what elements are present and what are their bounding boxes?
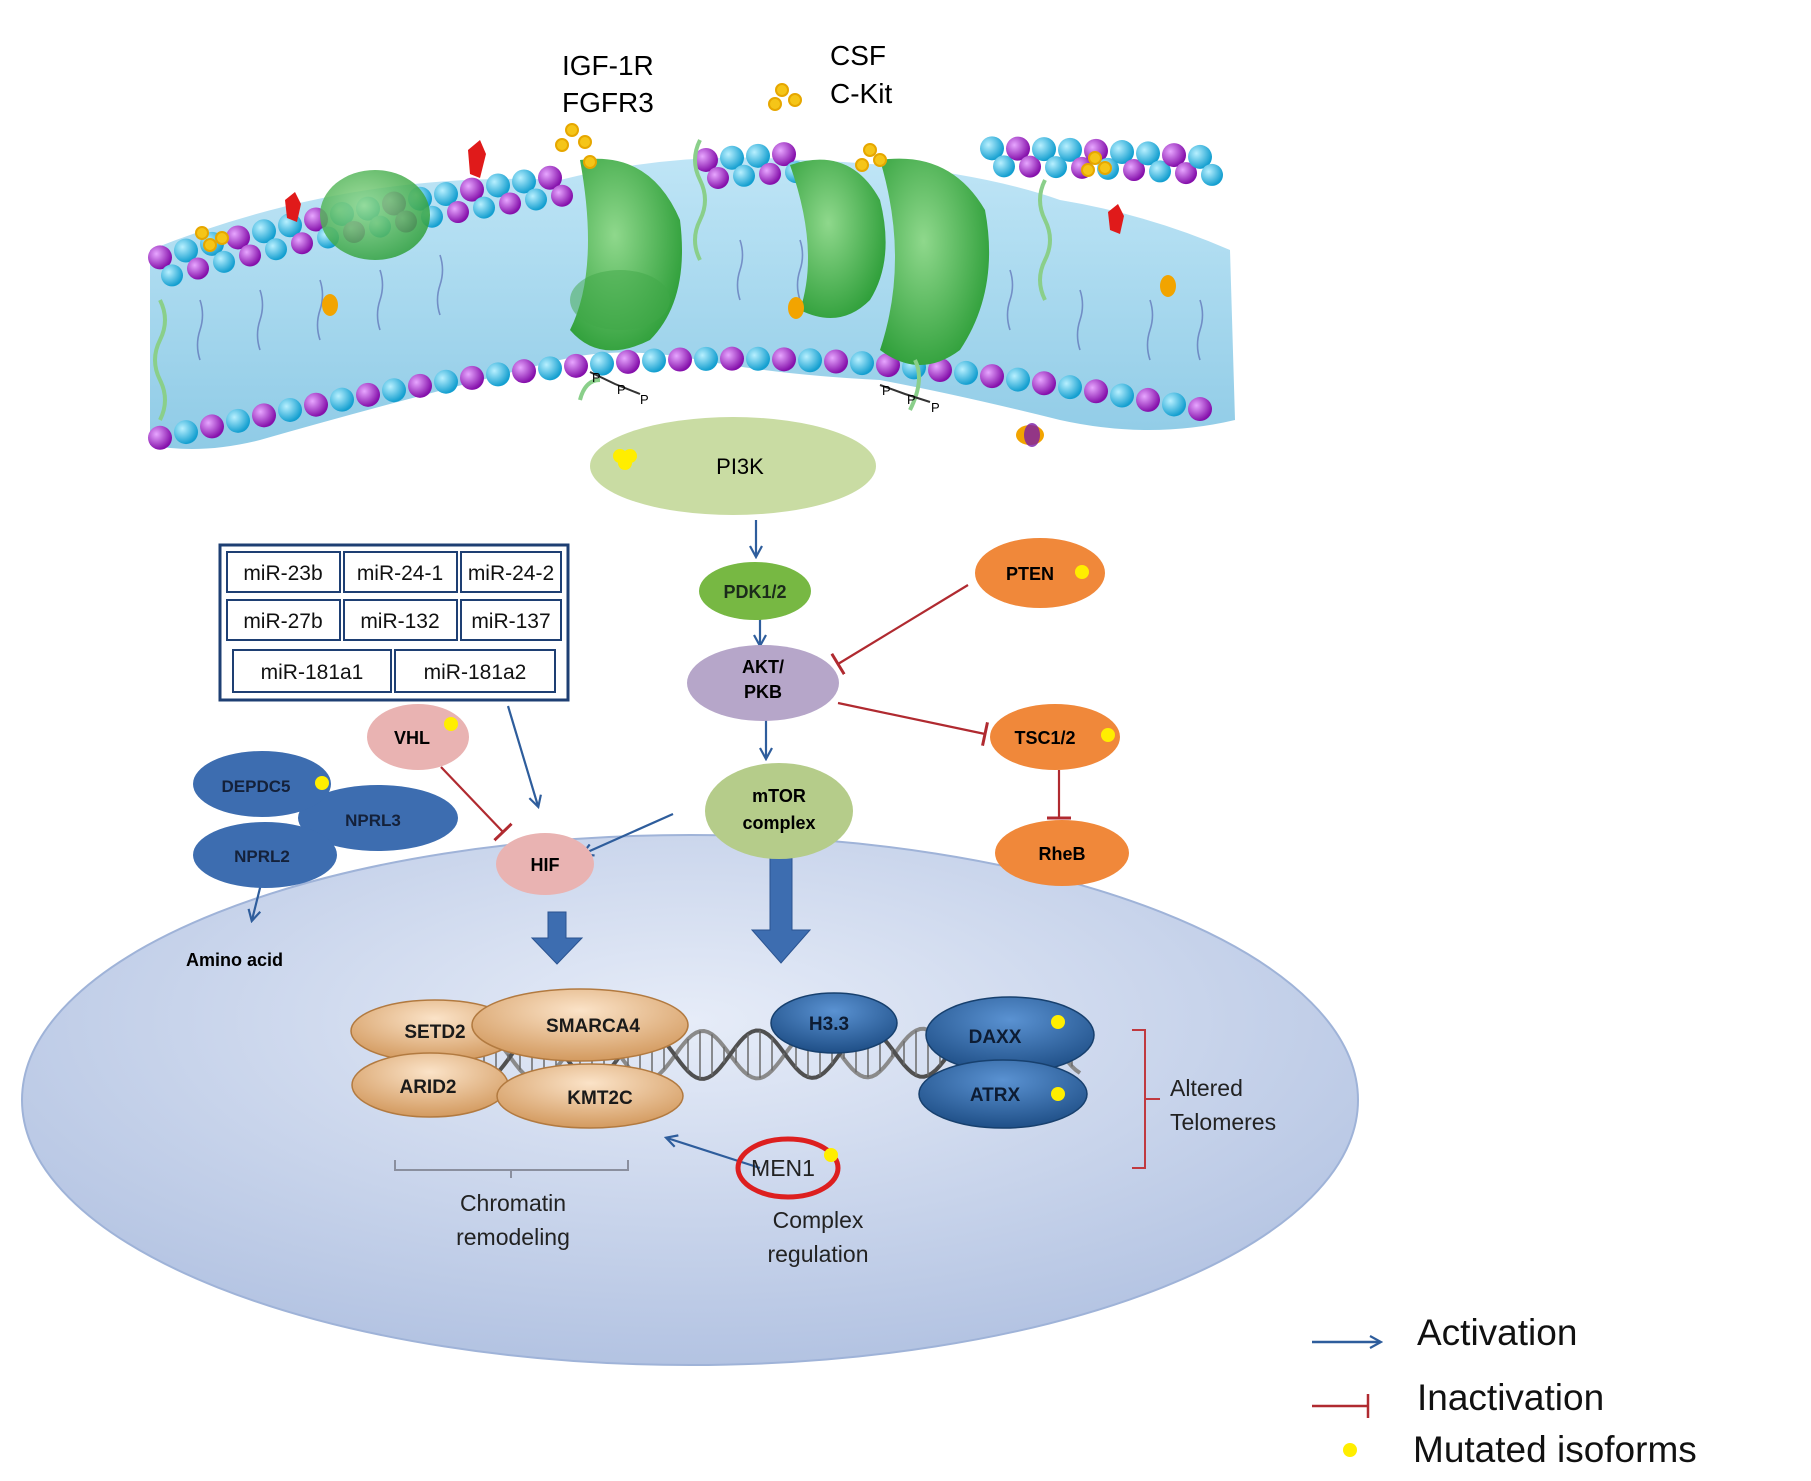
svg-text:SMARCA4: SMARCA4 (546, 1016, 640, 1037)
receptor-label-csf: CSF (830, 40, 886, 71)
chromatin-caption: remodeling (456, 1224, 570, 1250)
tsc-node: TSC1/2 (990, 704, 1120, 770)
mirna-cell: miR-23b (243, 562, 322, 585)
complex-caption: Complex (773, 1207, 864, 1233)
svg-text:SETD2: SETD2 (404, 1022, 465, 1043)
nprl2-node (193, 822, 337, 888)
npr-complex: DEPDC5 NPRL3 NPRL2 (193, 751, 458, 888)
mutation-dot (315, 776, 329, 790)
receptor-label-igf1r: IGF-1R (562, 50, 654, 81)
thick-arrows (530, 857, 812, 965)
svg-text:KMT2C: KMT2C (567, 1088, 633, 1109)
svg-text:RheB: RheB (1038, 844, 1085, 864)
svg-text:P: P (592, 370, 601, 385)
svg-text:ATRX: ATRX (970, 1085, 1021, 1106)
svg-text:complex: complex (742, 813, 815, 833)
mutation-dot (1051, 1015, 1065, 1029)
svg-text:NPRL3: NPRL3 (345, 811, 401, 830)
svg-text:P: P (617, 382, 626, 397)
telomere-caption: Telomeres (1170, 1109, 1276, 1135)
h33-node (770, 992, 898, 1054)
rheb-node: RheB (995, 820, 1129, 886)
svg-text:DEPDC5: DEPDC5 (222, 777, 291, 796)
amino-acid-label: Amino acid (186, 950, 283, 970)
mirna-cell: miR-137 (471, 610, 550, 633)
svg-text:ARID2: ARID2 (399, 1077, 456, 1098)
svg-text:HIF: HIF (531, 855, 560, 875)
svg-text:NPRL2: NPRL2 (234, 847, 290, 866)
mirna-cell: miR-132 (360, 610, 439, 633)
phosphate-chains: P P P P P P (589, 370, 940, 415)
pten-node: PTEN (975, 538, 1105, 608)
receptor-label-ckit: C-Kit (830, 78, 892, 109)
cell-membrane (148, 136, 1235, 450)
telomere-bracket (1132, 1029, 1160, 1169)
smarca4-node (471, 988, 689, 1062)
chromatin-complex: SETD2 SMARCA4 ARID2 KMT2C (350, 988, 689, 1129)
inactivation-arrows (440, 584, 1071, 842)
mirna-cell: miR-181a1 (261, 661, 364, 684)
atrx-node (918, 1059, 1088, 1129)
chromatin-bracket (394, 1160, 629, 1178)
hif-node: HIF (496, 833, 594, 895)
receptor-stalks (153, 139, 1052, 421)
mutation-dot (1051, 1087, 1065, 1101)
vhl-node: VHL (367, 704, 469, 770)
svg-text:H3.3: H3.3 (809, 1014, 849, 1035)
mutation-dot (444, 717, 458, 731)
mirna-cell: miR-24-1 (357, 562, 443, 585)
complex-caption: regulation (767, 1241, 868, 1267)
mutation-dot (613, 449, 637, 470)
svg-text:PI3K: PI3K (716, 454, 764, 479)
men1-node: MEN1 (735, 1136, 841, 1200)
mtor-node: mTOR complex (705, 763, 853, 859)
pdk-node: PDK1/2 (699, 562, 811, 620)
mirna-cell: miR-181a2 (424, 661, 527, 684)
depdc5-node (193, 751, 331, 817)
svg-text:P: P (640, 392, 649, 407)
svg-text:PDK1/2: PDK1/2 (723, 582, 786, 602)
membrane-marker (1016, 423, 1044, 447)
pi3k-node: PI3K (590, 417, 876, 515)
svg-text:AKT/: AKT/ (742, 657, 784, 677)
mirna-table: miR-23b miR-24-1 miR-24-2 miR-27b miR-13… (218, 543, 570, 702)
telomere-complex: H3.3 DAXX ATRX (770, 992, 1095, 1129)
mutation-dot (824, 1148, 838, 1162)
mutation-dot (1101, 728, 1115, 742)
receptor-csf (880, 158, 990, 365)
legend-mutated: Mutated isoforms (1413, 1429, 1697, 1470)
svg-text:P: P (882, 383, 891, 398)
svg-text:TSC1/2: TSC1/2 (1014, 728, 1075, 748)
svg-text:MEN1: MEN1 (751, 1155, 815, 1181)
svg-text:PKB: PKB (744, 682, 782, 702)
kmt2c-node (496, 1063, 684, 1129)
svg-text:PTEN: PTEN (1006, 564, 1054, 584)
svg-text:mTOR: mTOR (752, 786, 806, 806)
svg-text:P: P (907, 392, 916, 407)
telomere-caption: Altered (1170, 1075, 1243, 1101)
svg-text:P: P (931, 400, 940, 415)
svg-text:VHL: VHL (394, 728, 430, 748)
svg-text:DAXX: DAXX (969, 1027, 1022, 1048)
ligands (195, 83, 1176, 319)
mutation-dot (1075, 565, 1089, 579)
legend-inactivation: Inactivation (1417, 1377, 1604, 1418)
akt-node: AKT/ PKB (687, 645, 839, 721)
mirna-cell: miR-24-2 (468, 562, 554, 585)
nucleus (21, 834, 1359, 1366)
legend-activation: Activation (1417, 1312, 1577, 1353)
legend: Activation Inactivation Mutated isoforms (1312, 1312, 1697, 1470)
chromatin-caption: Chromatin (460, 1190, 566, 1216)
nprl3-node (298, 785, 458, 851)
legend-mutated-swatch (1343, 1443, 1357, 1457)
receptor-label-fgfr3: FGFR3 (562, 87, 654, 118)
mirna-cell: miR-27b (243, 610, 322, 633)
receptor-proteins (320, 158, 990, 365)
